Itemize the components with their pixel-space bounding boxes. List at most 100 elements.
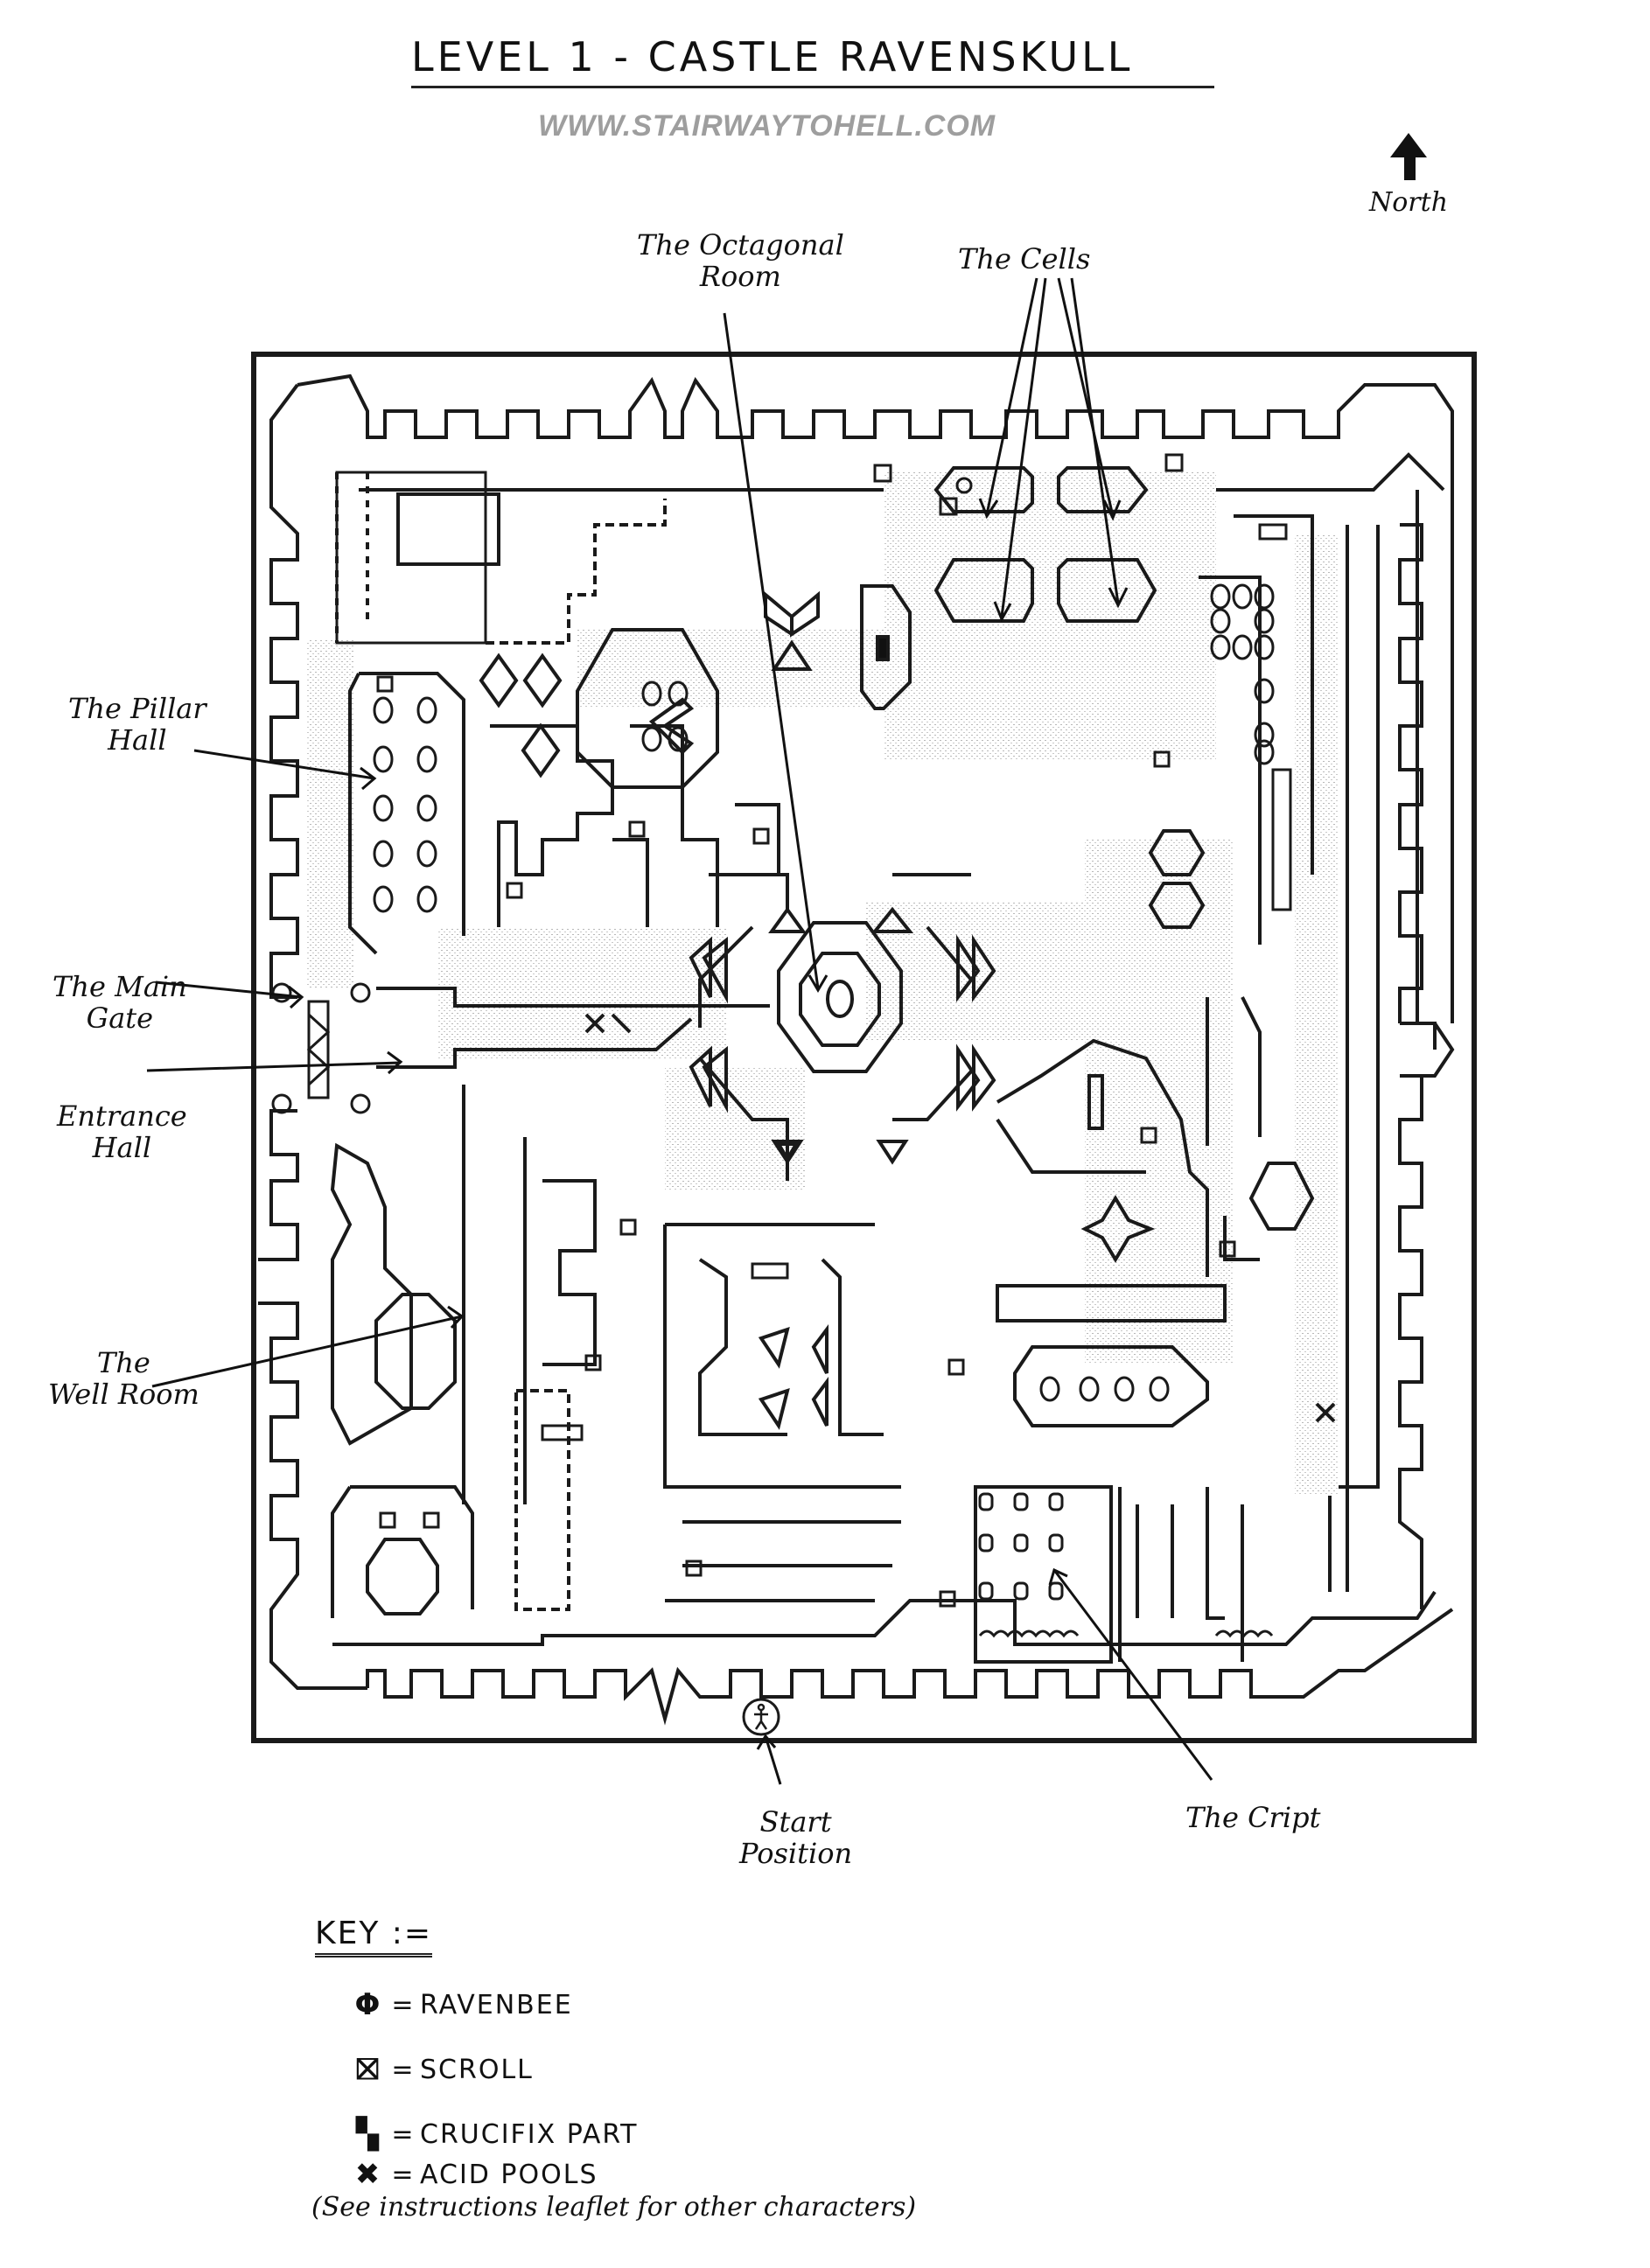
compass: North bbox=[1365, 131, 1452, 218]
diamond bbox=[521, 722, 561, 778]
start-marker bbox=[742, 1698, 780, 1736]
east-gate-arrow bbox=[1400, 1022, 1455, 1078]
center-south-maze bbox=[663, 1223, 901, 1602]
pointer-octagonal-room bbox=[723, 312, 828, 993]
ravenbee-room bbox=[1013, 1345, 1209, 1427]
title-underline bbox=[411, 86, 1214, 88]
label-cells: The Cells bbox=[958, 242, 1091, 276]
label-line: Well Room bbox=[48, 1378, 199, 1411]
legend-label: ACID POOLS bbox=[420, 2159, 598, 2190]
legend-item-scroll: ⛝ = SCROLL bbox=[350, 2052, 916, 2087]
pointer-cells-4 bbox=[1070, 277, 1129, 609]
label-line: Hall bbox=[92, 1131, 152, 1164]
legend-title: KEY := bbox=[315, 1916, 433, 1957]
south-inner-wall bbox=[332, 1590, 1437, 1646]
label-line: The Pillar bbox=[68, 692, 206, 725]
well-room bbox=[330, 1142, 457, 1446]
label-line: The Main bbox=[52, 970, 187, 1003]
chevron bbox=[758, 1324, 828, 1430]
east-pillars bbox=[1210, 583, 1275, 765]
triangle-up bbox=[768, 906, 807, 933]
corridor-cells bbox=[884, 472, 1216, 761]
arrow-shape bbox=[648, 697, 695, 755]
legend-item-acid-pools: ✖ = ACID POOLS bbox=[350, 2157, 916, 2192]
label-line: Hall bbox=[108, 723, 167, 757]
southwest-room bbox=[331, 1485, 474, 1618]
pointer-cells-2 bbox=[993, 277, 1047, 623]
crypt-corridors bbox=[1118, 1487, 1244, 1662]
east-pillar-block bbox=[1199, 514, 1314, 945]
main-gate-lattice bbox=[306, 1013, 331, 1086]
corridor-south-center bbox=[665, 1067, 805, 1190]
legend-equals: = bbox=[391, 2118, 414, 2150]
octagon-hall-north bbox=[576, 628, 719, 789]
inner-maze-top-left bbox=[490, 724, 780, 927]
label-entrance-hall: Entrance Hall bbox=[57, 1100, 187, 1163]
pointer-cells-3 bbox=[1057, 277, 1122, 521]
compass-label: North bbox=[1368, 187, 1449, 218]
octagonal-room bbox=[777, 921, 903, 1073]
acid-pools-icon: ✖ bbox=[354, 2157, 381, 2192]
hedge-corridor bbox=[486, 499, 667, 645]
label-octagonal-room: The Octagonal Room bbox=[637, 229, 844, 292]
cells bbox=[933, 466, 1157, 623]
crypt-boulders bbox=[978, 1629, 1080, 1638]
diamond bbox=[479, 652, 519, 708]
pointer-start bbox=[756, 1734, 782, 1785]
label-line: Gate bbox=[86, 1001, 154, 1035]
crypt-boulders-east bbox=[1214, 1629, 1274, 1638]
crucifix-part bbox=[876, 635, 890, 661]
double-triangle-left bbox=[689, 936, 728, 1113]
east-irregular-room bbox=[1248, 1162, 1315, 1231]
hexagon bbox=[1148, 829, 1206, 876]
long-room bbox=[996, 1284, 1227, 1322]
hexagon bbox=[1148, 882, 1206, 929]
south-battlements bbox=[366, 1608, 1454, 1726]
corridor-east bbox=[1295, 534, 1339, 1496]
star bbox=[1080, 1195, 1156, 1263]
label-main-gate: The Main Gate bbox=[52, 971, 187, 1034]
map-title: LEVEL 1 - CASTLE RAVENSKULL bbox=[411, 33, 1134, 80]
entrance-corridor bbox=[376, 987, 770, 1069]
label-crypt: The Cript bbox=[1185, 1801, 1321, 1834]
label-line: Room bbox=[699, 260, 781, 293]
pillar-hall-pillars bbox=[373, 696, 437, 913]
legend-label: RAVENBEE bbox=[420, 1989, 573, 2020]
triangle-up bbox=[771, 639, 813, 671]
acid-pool-marks bbox=[584, 1013, 1336, 1423]
website-watermark: WWW.STAIRWAYTOHELL.COM bbox=[538, 109, 996, 143]
north-inner-wall bbox=[359, 452, 1445, 492]
ravenbee-icon: Φ bbox=[354, 1987, 381, 2022]
label-line: The Octagonal bbox=[637, 228, 844, 262]
triangle-up bbox=[870, 906, 914, 933]
west-battlements bbox=[269, 383, 299, 999]
scroll-icon: ⛝ bbox=[356, 2052, 379, 2087]
pointer-pillar-hall bbox=[193, 749, 377, 791]
corridor-west bbox=[306, 639, 354, 988]
east-pillar-bar bbox=[1271, 768, 1292, 911]
double-triangle-right bbox=[956, 934, 996, 1112]
crucifix-room bbox=[860, 584, 912, 710]
hedge-block bbox=[335, 471, 487, 645]
east-room-walls bbox=[1206, 996, 1262, 1261]
west-battlements-lower bbox=[258, 1109, 367, 1690]
label-line: Start bbox=[759, 1805, 832, 1839]
label-line: Entrance bbox=[57, 1099, 187, 1133]
pointer-main-gate bbox=[155, 980, 304, 1009]
chevron bbox=[764, 590, 820, 638]
southwest-octagon bbox=[366, 1538, 439, 1616]
legend: KEY := Φ = RAVENBEE ⛝ = SCROLL ▚ = CRUCI… bbox=[311, 1916, 916, 2223]
map-frame bbox=[251, 352, 1477, 1743]
legend-equals: = bbox=[391, 2159, 414, 2190]
east-battlements bbox=[1398, 490, 1437, 1609]
label-line: Position bbox=[739, 1837, 853, 1870]
diamond bbox=[522, 652, 563, 708]
well-room-walls bbox=[462, 1085, 597, 1504]
legend-label: CRUCIFIX PART bbox=[420, 2118, 639, 2150]
legend-note: (See instructions leaflet for other char… bbox=[311, 2192, 917, 2223]
crucifix-part-icon: ▚ bbox=[355, 2117, 380, 2152]
pointer-crypt bbox=[1048, 1567, 1213, 1781]
pointer-cells-1 bbox=[978, 277, 1038, 520]
legend-item-crucifix-part: ▚ = CRUCIFIX PART bbox=[350, 2117, 916, 2152]
